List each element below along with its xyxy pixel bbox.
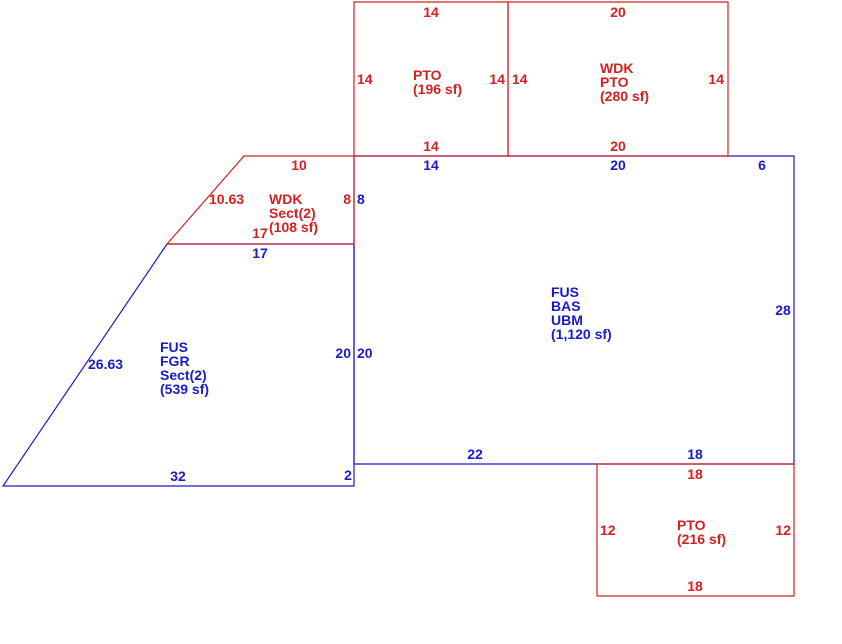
dim-pto-left-bottom: 14 — [423, 138, 439, 154]
dim-wdk-pto-top: 20 — [610, 4, 626, 20]
pto-bottom-outline — [596, 463, 795, 597]
wdk-pto-outline — [507, 1, 729, 157]
dim-fgr-diag: 26.63 — [88, 356, 123, 372]
dim-bas-left-8: 8 — [357, 191, 365, 207]
pto-left-area-label: PTO (196 sf) — [413, 67, 462, 97]
dim-wdk-diag: 10.63 — [209, 191, 244, 207]
dim-pto-bottom-bottom: 18 — [687, 578, 703, 594]
dim-bas-bottom-22: 22 — [467, 446, 483, 462]
dim-fgr-bottom: 32 — [170, 468, 186, 484]
dim-wdk-pto-right: 14 — [708, 71, 724, 87]
dim-wdk-pto-bottom: 20 — [610, 138, 626, 154]
dim-pto-bottom-top: 18 — [687, 466, 703, 482]
dim-pto-bottom-left: 12 — [600, 522, 616, 538]
dim-pto-bottom-right: 12 — [775, 522, 791, 538]
dim-fgr-top: 17 — [252, 245, 268, 261]
dim-wdk-top: 10 — [291, 157, 307, 173]
dim-bas-bottom-18: 18 — [687, 446, 703, 462]
dim-wdk-right: 8 — [343, 191, 351, 207]
wdk-pto-area-label: WDK PTO (280 sf) — [600, 60, 649, 104]
wdk-sect-area-label: WDK Sect(2) (108 sf) — [269, 191, 320, 235]
dim-pto-left-left: 14 — [357, 71, 373, 87]
dim-wdk-pto-left: 14 — [512, 71, 528, 87]
dim-wdk-bottom: 17 — [252, 225, 268, 241]
bas-area-label: FUS BAS UBM (1,120 sf) — [551, 284, 612, 342]
dim-bas-left-20: 20 — [357, 345, 373, 361]
dim-pto-left-right: 14 — [489, 71, 505, 87]
wdk-sect-outline — [165, 155, 355, 245]
pto-bottom-area-label: PTO (216 sf) — [677, 517, 726, 547]
dim-bas-right: 28 — [775, 302, 791, 318]
dim-pto-left-top: 14 — [423, 4, 439, 20]
dim-fgr-right: 20 — [335, 345, 351, 361]
dim-fgr-corner: 2 — [344, 467, 352, 483]
dim-bas-top-left: 14 — [423, 157, 439, 173]
dim-bas-top-right: 6 — [758, 157, 766, 173]
dim-bas-top-mid: 20 — [610, 157, 626, 173]
fgr-area-label: FUS FGR Sect(2) (539 sf) — [160, 339, 211, 397]
